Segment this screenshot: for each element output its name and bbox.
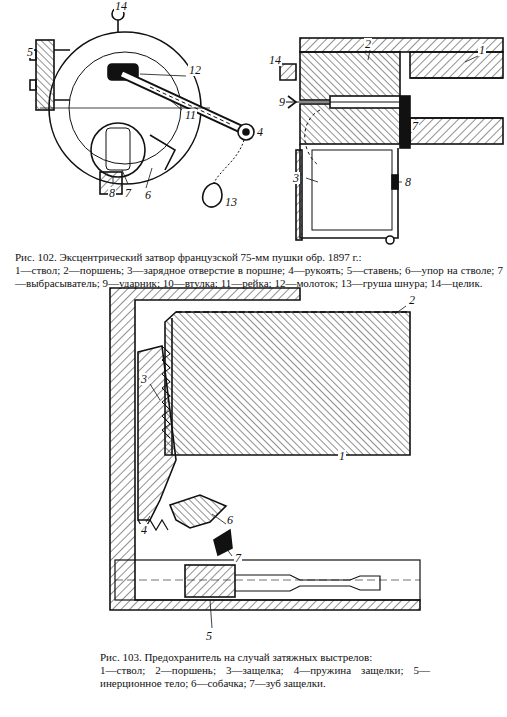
callout-number: 5 [26,46,34,58]
callout-number: 5 [205,630,213,642]
callout-number: 3 [140,373,148,385]
callout-number: 14 [114,0,128,12]
callout-number: 6 [144,189,152,201]
caption-legend: 1—ствол; 2—поршень; 3—зарядное отверстие… [15,264,503,290]
callout-number: 4 [140,524,148,536]
callout-number: 1 [478,44,486,56]
callout-number: 7 [234,552,242,564]
callout-number: 7 [411,120,419,132]
caption-legend: 1—ствол; 2—поршень; 3—защелка; 4—пружина… [100,664,430,690]
callout-number: 11 [184,109,197,121]
callout-number: 13 [224,196,238,208]
figure-caption: Рис. 102. Эксцентрический затвор француз… [15,251,503,264]
callout-number: 8 [108,187,116,199]
callout-number: 12 [188,64,202,76]
callout-number: 1 [338,450,346,462]
figure-caption: Рис. 103. Предохранитель на случай затяж… [100,651,430,664]
callout-number: 14 [268,54,282,66]
callout-number: 3 [292,172,300,184]
callout-number: 7 [124,187,132,199]
callout-number: 2 [408,294,416,306]
callout-number: 4 [256,126,264,138]
callout-number: 9 [278,96,286,108]
callout-number: 2 [364,38,372,50]
callout-number: 8 [404,176,412,188]
callout-number: 6 [226,514,234,526]
